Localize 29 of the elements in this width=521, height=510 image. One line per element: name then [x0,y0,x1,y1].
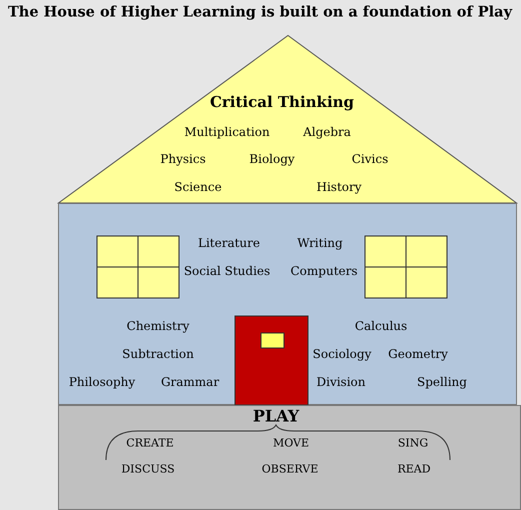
subject-label: Geometry [388,347,448,361]
subject-label: Subtraction [122,347,194,361]
subject-label: Multiplication [184,125,270,139]
subject-label: Writing [297,236,343,250]
subject-label: Algebra [303,125,351,139]
subject-label: Chemistry [126,319,190,333]
subject-label: Division [316,375,366,389]
subject-label: Civics [352,152,388,166]
activity-label: DISCUSS [121,462,175,476]
subject-label: Biology [249,152,295,166]
subject-label: Philosophy [68,375,136,389]
activity-label: OBSERVE [262,462,318,476]
subject-label: Science [174,180,222,194]
activity-label: READ [397,462,431,476]
subject-label: Calculus [354,319,408,333]
subject-label: Spelling [417,375,467,389]
activity-label: SING [398,436,428,450]
activity-label: MOVE [272,436,310,450]
subject-label: Grammar [160,375,220,389]
activity-label: CREATE [126,436,174,450]
subject-label: Computers [290,264,358,278]
subject-label: History [316,180,362,194]
heading: Critical Thinking [210,93,354,111]
subject-label: Social Studies [184,264,270,278]
subject-label: Sociology [312,347,372,361]
title: The House of Higher Learning is built on a foundation of Play [8,4,512,20]
subject-label: Physics [160,152,206,166]
heading: PLAY [252,406,300,426]
subject-label: Literature [198,236,260,250]
